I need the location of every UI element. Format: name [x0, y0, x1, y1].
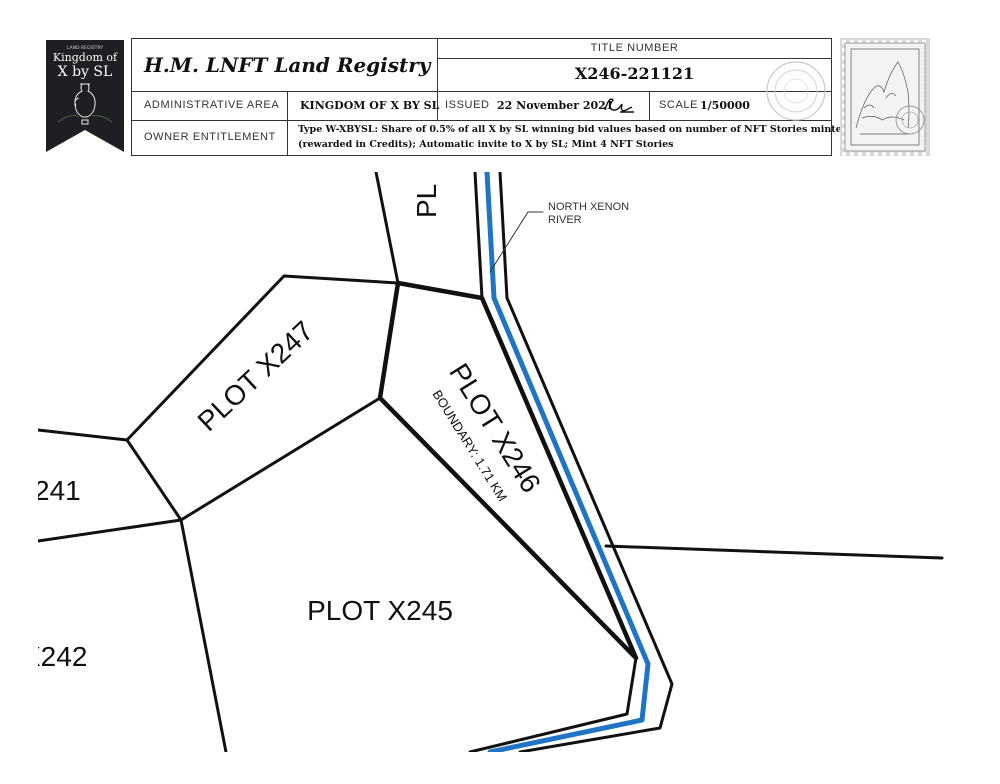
plot-x247-boundary — [125, 274, 400, 522]
east-plot-boundary — [604, 544, 944, 560]
title-header-table: H.M. LNFT Land Registry TITLE NUMBER X24… — [131, 38, 848, 156]
issued-label: ISSUED — [445, 99, 490, 111]
issued-date: 22 November 2021 — [497, 99, 614, 112]
signature-icon — [604, 98, 634, 113]
owner-entitlement-label: OWNER ENTITLEMENT — [144, 131, 276, 143]
postage-stamp — [840, 38, 930, 156]
registry-seal-icon — [766, 61, 826, 121]
title-number-label: TITLE NUMBER — [590, 42, 679, 54]
kingdom-banner: LAND REGISTRY Kingdom of X by SL — [46, 40, 124, 152]
plot-x246-boundary — [377, 280, 639, 661]
title-number: X246-221121 — [574, 64, 695, 83]
landscape-engraving-icon — [855, 61, 910, 135]
banner-line1: Kingdom of — [53, 51, 118, 64]
north-xenon-river — [484, 172, 651, 752]
river-bank-east — [498, 172, 674, 752]
scale-label: SCALE — [659, 99, 699, 111]
owner-entitlement-line1: Type W-XBYSL: Share of 0.5% of all X by … — [298, 124, 849, 135]
banner-line2: X by SL — [58, 64, 113, 80]
plot-241-label: 241 — [34, 475, 81, 506]
owner-entitlement-line2: (rewarded in Credits); Automatic invite … — [298, 139, 674, 150]
plot-x245-west-boundary — [179, 518, 228, 752]
plot-241-boundary-lower — [38, 518, 183, 543]
postmark-icon — [895, 105, 925, 135]
admin-area-value: KINGDOM OF X BY SL — [300, 99, 440, 112]
river-label-line1: NORTH XENON — [548, 201, 629, 213]
plot-241-boundary-upper — [38, 428, 129, 442]
laurel-icon — [57, 115, 113, 123]
scale-value: 1/50000 — [700, 99, 750, 112]
plot-x245-label: PLOT X245 — [307, 595, 453, 626]
vase-icon — [74, 83, 96, 125]
plot-x247-label: PLOT X247 — [192, 315, 320, 437]
river-label-line2: RIVER — [548, 214, 582, 226]
registry-title: H.M. LNFT Land Registry — [144, 53, 431, 77]
plot-top-partial-label: PL — [411, 184, 442, 218]
river-label-leader — [489, 211, 544, 273]
banner-kicker: LAND REGISTRY — [67, 45, 103, 51]
plot-top-partial-boundary — [374, 172, 400, 285]
admin-area-label: ADMINISTRATIVE AREA — [144, 99, 280, 111]
